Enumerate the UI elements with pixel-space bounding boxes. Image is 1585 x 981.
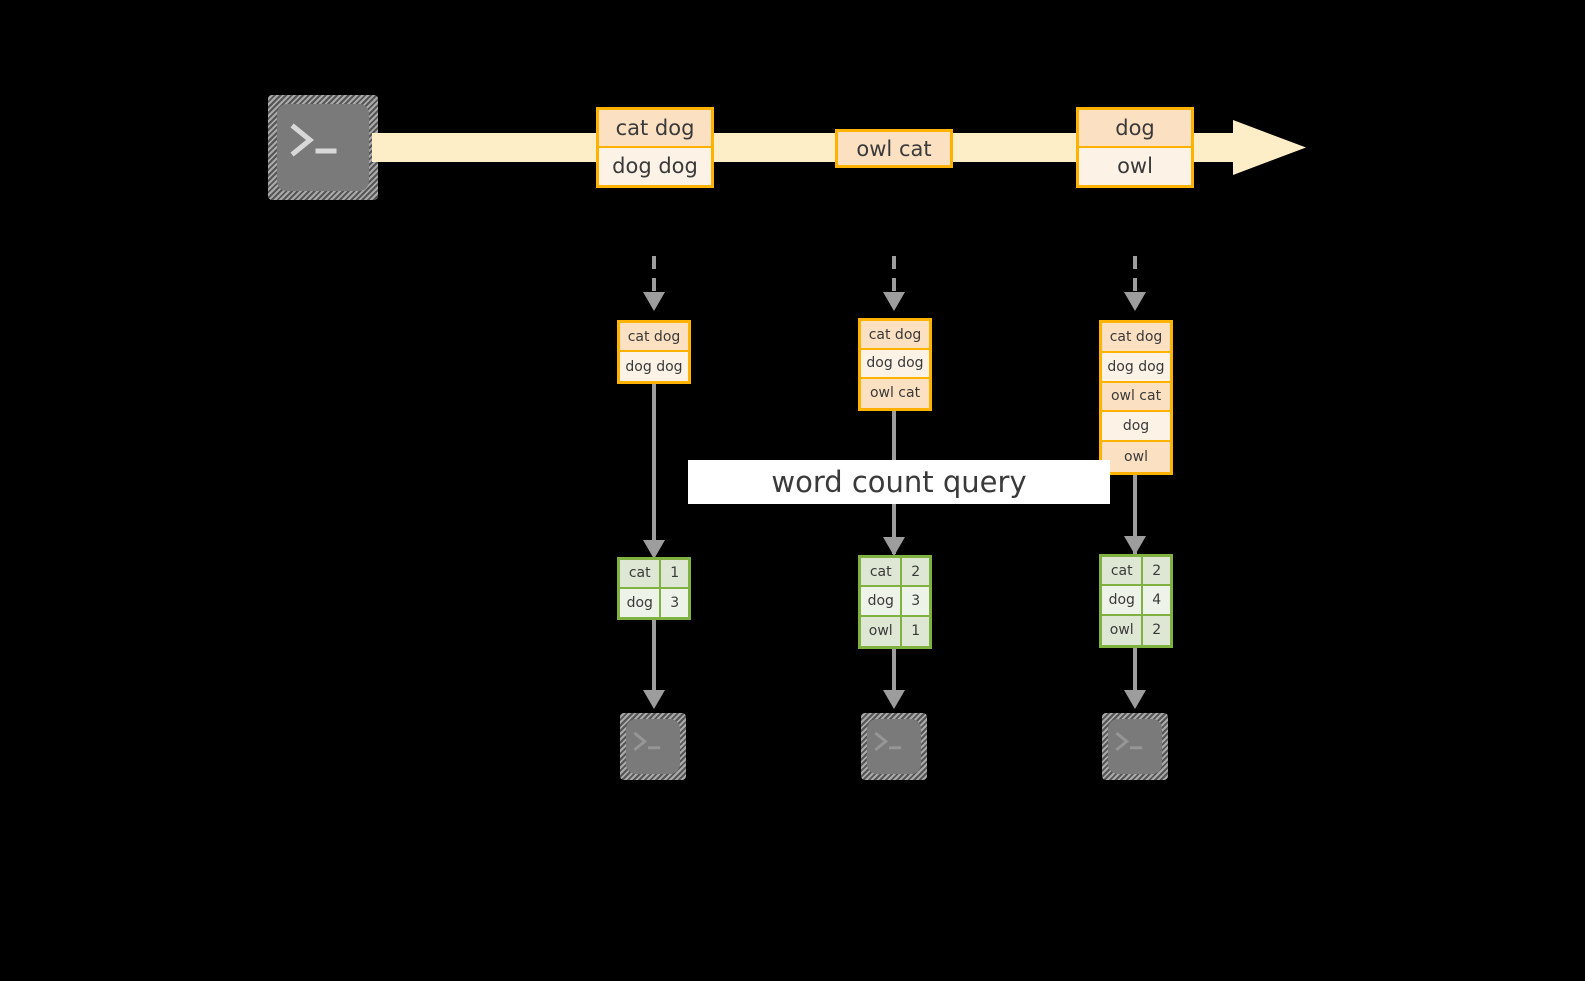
stream-record: owl cat (838, 132, 950, 165)
stream-batch-3[interactable]: dog owl (1076, 107, 1194, 188)
input-record: dog (1102, 412, 1170, 443)
column-3-result-table[interactable]: cat 2 dog 4 owl 2 (1099, 554, 1173, 648)
query-arrowhead-3 (1124, 536, 1146, 555)
input-record: owl (1102, 442, 1170, 472)
trigger-connector-1 (652, 256, 656, 294)
stream-record: cat dog (599, 110, 711, 148)
query-arrowhead-1 (643, 540, 665, 559)
sink-connector-2 (892, 649, 896, 694)
input-record: dog dog (861, 350, 929, 379)
terminal-screen (1108, 719, 1162, 774)
result-count: 3 (902, 587, 929, 615)
input-record: owl cat (1102, 382, 1170, 413)
terminal-screen (277, 104, 369, 191)
result-row: cat 2 (1102, 557, 1170, 587)
result-word: dog (1102, 586, 1144, 614)
result-word: cat (620, 560, 662, 587)
result-count: 2 (902, 558, 929, 586)
sink-arrowhead-3 (1124, 690, 1146, 709)
source-terminal-icon[interactable] (268, 95, 378, 200)
query-connector-3 (1133, 475, 1137, 554)
result-word: owl (1102, 615, 1144, 645)
result-count: 2 (1143, 557, 1170, 585)
input-record: cat dog (1102, 323, 1170, 353)
stream-record: owl (1079, 147, 1191, 185)
result-row: owl 1 (861, 616, 929, 646)
result-row: dog 3 (861, 587, 929, 617)
stream-record: dog (1079, 110, 1191, 148)
stream-batch-2[interactable]: owl cat (835, 129, 953, 168)
column-1-result-table[interactable]: cat 1 dog 3 (617, 557, 691, 620)
prompt-glyph-icon (874, 731, 902, 752)
sink-connector-3 (1133, 648, 1137, 694)
trigger-connector-2 (892, 256, 896, 294)
trigger-arrowhead-3 (1124, 292, 1146, 311)
result-count: 3 (661, 588, 688, 617)
column-3-sink-terminal-icon[interactable] (1102, 713, 1168, 780)
result-count: 1 (902, 616, 929, 646)
result-word: cat (861, 558, 903, 586)
column-2-result-table[interactable]: cat 2 dog 3 owl 1 (858, 555, 932, 649)
column-1-sink-terminal-icon[interactable] (620, 713, 686, 780)
result-row: cat 1 (620, 560, 688, 589)
column-2-sink-terminal-icon[interactable] (861, 713, 927, 780)
column-3-input-table[interactable]: cat dog dog dog owl cat dog owl (1099, 320, 1173, 475)
input-record: cat dog (620, 323, 688, 352)
result-count: 2 (1143, 615, 1170, 645)
result-row: dog 3 (620, 588, 688, 617)
stream-record: dog dog (599, 147, 711, 185)
result-word: cat (1102, 557, 1144, 585)
word-count-query-label: word count query (688, 460, 1110, 504)
input-record: cat dog (861, 321, 929, 350)
column-1-input-table[interactable]: cat dog dog dog (617, 320, 691, 384)
trigger-connector-3 (1133, 256, 1137, 294)
prompt-glyph-icon (290, 123, 337, 157)
result-word: owl (861, 616, 903, 646)
result-word: dog (861, 587, 903, 615)
terminal-screen (867, 719, 921, 774)
sink-arrowhead-2 (883, 690, 905, 709)
stream-batch-1[interactable]: cat dog dog dog (596, 107, 714, 188)
prompt-glyph-icon (633, 731, 661, 752)
terminal-screen (626, 719, 680, 774)
result-row: owl 2 (1102, 615, 1170, 645)
result-row: dog 4 (1102, 586, 1170, 616)
prompt-glyph-icon (1115, 731, 1143, 752)
input-record: owl cat (861, 378, 929, 408)
input-record: dog dog (620, 352, 688, 381)
query-connector-1 (652, 384, 656, 556)
trigger-arrowhead-2 (883, 292, 905, 311)
column-2-input-table[interactable]: cat dog dog dog owl cat (858, 318, 932, 411)
result-word: dog (620, 588, 662, 617)
result-count: 4 (1143, 586, 1170, 614)
trigger-arrowhead-1 (643, 292, 665, 311)
result-count: 1 (661, 560, 688, 587)
sink-arrowhead-1 (643, 690, 665, 709)
input-record: dog dog (1102, 352, 1170, 383)
sink-connector-1 (652, 620, 656, 694)
result-row: cat 2 (861, 558, 929, 588)
query-arrowhead-2 (883, 537, 905, 556)
